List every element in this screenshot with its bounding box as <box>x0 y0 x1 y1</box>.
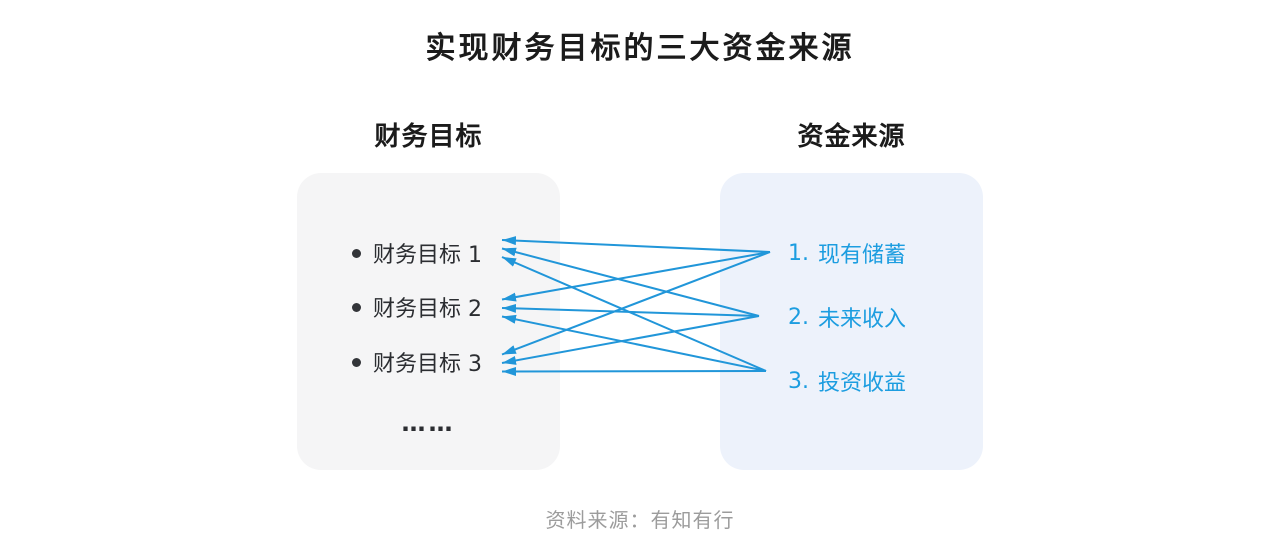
source-attribution: 资料来源：有知有行 <box>545 508 735 532</box>
source-label: 投资收益 <box>818 371 907 396</box>
bullet-icon <box>352 357 361 367</box>
source-number: 1. <box>788 240 809 266</box>
goal-label: 财务目标 2 <box>373 297 482 322</box>
goal-item-1: 财务目标 1 <box>297 239 560 268</box>
goal-item-3: 财务目标 3 <box>297 348 560 377</box>
sources-panel: 1. 现有储蓄 2. 未来收入 3. 投资收益 <box>720 173 983 470</box>
diagram-title: 实现财务目标的三大资金来源 <box>425 31 855 66</box>
ellipsis-label: …… <box>401 409 456 437</box>
goals-panel: 财务目标 1 财务目标 2 财务目标 3 …… <box>297 173 560 470</box>
source-item-1: 1. 现有储蓄 <box>720 238 983 269</box>
goal-label: 财务目标 3 <box>373 352 482 377</box>
source-number: 3. <box>788 368 809 394</box>
goals-column-header: 财务目标 <box>374 122 483 152</box>
sources-column-header: 资金来源 <box>797 122 906 152</box>
bullet-icon <box>352 302 361 312</box>
source-item-3: 3. 投资收益 <box>720 366 983 397</box>
bullet-icon <box>352 248 361 258</box>
source-number: 2. <box>788 304 809 330</box>
source-label: 未来收入 <box>818 307 907 332</box>
source-label: 现有储蓄 <box>818 243 907 268</box>
goal-label: 财务目标 1 <box>373 243 482 268</box>
goal-item-2: 财务目标 2 <box>297 293 560 322</box>
source-item-2: 2. 未来收入 <box>720 302 983 333</box>
